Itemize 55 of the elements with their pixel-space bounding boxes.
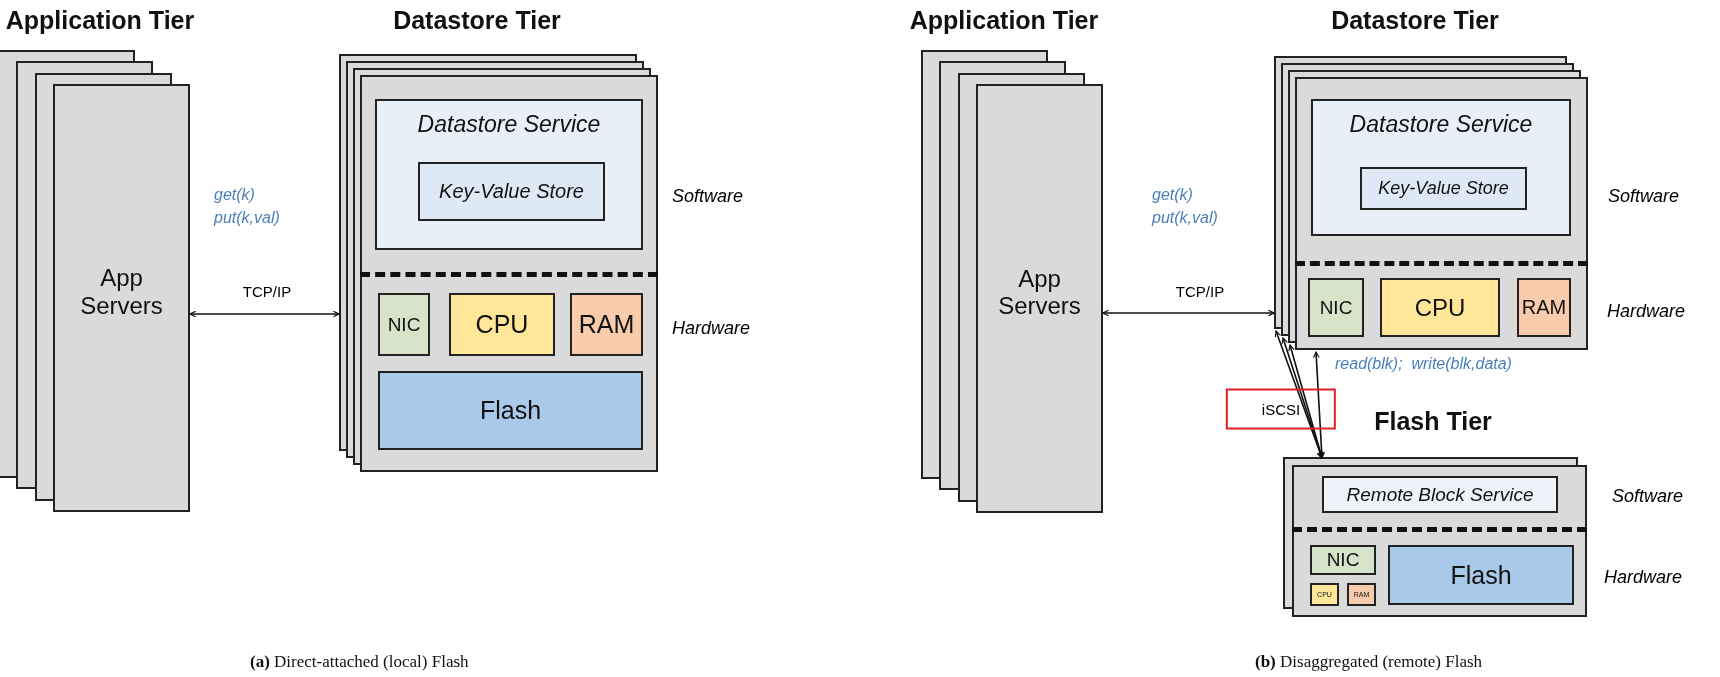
component-box <box>449 293 555 356</box>
tier-heading: Datastore Tier <box>1331 6 1499 35</box>
annotation-text: read(blk); write(blk,data) <box>1335 355 1512 373</box>
double-arrow <box>1102 309 1275 317</box>
layer-label: Hardware <box>672 318 751 339</box>
tier-heading: Application Tier <box>909 6 1099 35</box>
node-text: RAM <box>578 310 635 339</box>
edge-label: iSCSI <box>1225 388 1337 430</box>
double-arrow <box>1288 344 1324 459</box>
component-box <box>1310 545 1376 575</box>
node-text: Key-Value Store <box>439 180 584 203</box>
component-box <box>418 162 605 221</box>
layer-label: Software <box>1608 186 1680 207</box>
tier-heading: Datastore Tier <box>393 6 561 35</box>
node-text: NIC <box>1319 296 1353 319</box>
component-box <box>1310 583 1339 606</box>
layer-label: Software <box>672 186 744 207</box>
annotation-text: put(k,val) <box>214 209 280 227</box>
service-box <box>375 99 643 250</box>
node-text: Datastore Service <box>417 111 601 138</box>
component-box <box>1380 278 1500 337</box>
tier-heading: Flash Tier <box>1374 407 1492 436</box>
component-box <box>1517 278 1571 337</box>
layer-label: Hardware <box>1607 301 1686 322</box>
tier-heading: Application Tier <box>5 6 195 35</box>
component-box <box>1308 278 1364 337</box>
figure-caption: (a) Direct-attached (local) Flash <box>250 652 469 672</box>
node-text: Key-Value Store <box>1378 178 1509 199</box>
node-text: RAM <box>1521 296 1567 319</box>
double-arrow <box>1312 351 1326 459</box>
component-box <box>378 371 643 450</box>
annotation-text: put(k,val) <box>1152 209 1218 227</box>
component-box <box>1322 476 1558 513</box>
component-box <box>1347 583 1376 606</box>
double-arrow <box>189 310 340 318</box>
node-text: Remote Block Service <box>1346 483 1534 506</box>
node-text: App Servers <box>997 264 1082 320</box>
figure-caption: (b) Disaggregated (remote) Flash <box>1255 652 1483 672</box>
annotation-text: get(k) <box>1152 186 1193 204</box>
component-box <box>1388 545 1574 605</box>
service-box <box>1311 99 1571 236</box>
node-text: NIC <box>1326 549 1360 571</box>
component-box <box>378 293 430 356</box>
component-box <box>1360 167 1527 210</box>
layer-label: Hardware <box>1604 567 1683 588</box>
node-text: Flash <box>1450 560 1512 590</box>
layer-label: Software <box>1612 486 1684 507</box>
node-text: Flash <box>479 396 542 425</box>
annotation-text: get(k) <box>214 186 255 204</box>
node-text: Datastore Service <box>1349 111 1533 138</box>
node-text: CPU <box>475 310 529 339</box>
node-text: CPU <box>1414 293 1466 322</box>
component-box <box>570 293 643 356</box>
node-text: NIC <box>387 313 421 336</box>
node-text: App Servers <box>79 264 164 320</box>
